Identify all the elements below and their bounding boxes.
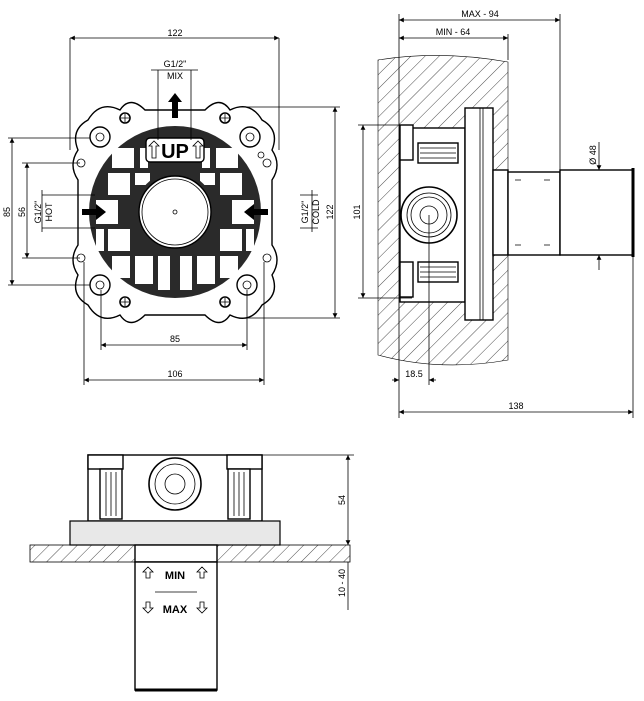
cold-thread-label: G1/2" xyxy=(300,201,310,224)
dim-depth-138: 138 xyxy=(508,401,523,411)
screw-icon xyxy=(219,296,231,308)
dim-height-54: 54 xyxy=(337,495,347,505)
front-dimensions xyxy=(8,35,340,385)
dim-height-122: 122 xyxy=(325,204,335,219)
up-badge xyxy=(145,137,205,163)
dim-height-101: 101 xyxy=(352,204,362,219)
bottom-dimensions xyxy=(262,454,354,610)
hot-label: HOT xyxy=(44,202,54,222)
up-arrow-icon xyxy=(148,140,204,159)
up-label: UP xyxy=(161,141,189,163)
front-view: UP 122 G1/2" MIX G1/2" HOT G1/2" COLD 85… xyxy=(2,28,340,385)
mix-label: MIX xyxy=(167,71,183,81)
screw-icon xyxy=(119,296,131,308)
dim-max-depth: MAX - 94 xyxy=(461,9,499,19)
direction-arrow-icon xyxy=(515,179,550,246)
side-dimensions xyxy=(358,14,634,418)
grid-ribs xyxy=(96,148,254,290)
mix-outlet-arrow-icon xyxy=(168,93,182,118)
mix-thread-label: G1/2" xyxy=(164,59,187,69)
cold-label: COLD xyxy=(311,199,321,225)
dim-range-10-40: 10 - 40 xyxy=(337,569,347,597)
side-view: MAX - 94 MIN - 64 101 Ø 48 18.5 138 xyxy=(352,9,635,418)
dim-width-85: 85 xyxy=(170,334,180,344)
min-arrow-icon xyxy=(142,566,208,579)
dim-height-56: 56 xyxy=(17,207,27,217)
hot-thread-label: G1/2" xyxy=(33,201,43,224)
max-arrow-icon xyxy=(142,601,208,614)
dim-min-depth: MIN - 64 xyxy=(436,27,471,37)
dim-width-122: 122 xyxy=(167,28,182,38)
max-label: MAX xyxy=(163,604,188,616)
dim-diameter-48: Ø 48 xyxy=(588,145,598,165)
cold-inlet-arrow-icon xyxy=(244,204,268,220)
screw-icon xyxy=(219,112,231,124)
screw-icon xyxy=(119,112,131,124)
hot-inlet-arrow-icon xyxy=(82,204,106,220)
bottom-view: MIN MAX 54 10 - 40 xyxy=(29,454,354,692)
dim-height-85: 85 xyxy=(2,207,12,217)
min-label: MIN xyxy=(165,570,185,582)
dim-offset-18-5: 18.5 xyxy=(405,369,423,379)
dim-width-106: 106 xyxy=(167,369,182,379)
